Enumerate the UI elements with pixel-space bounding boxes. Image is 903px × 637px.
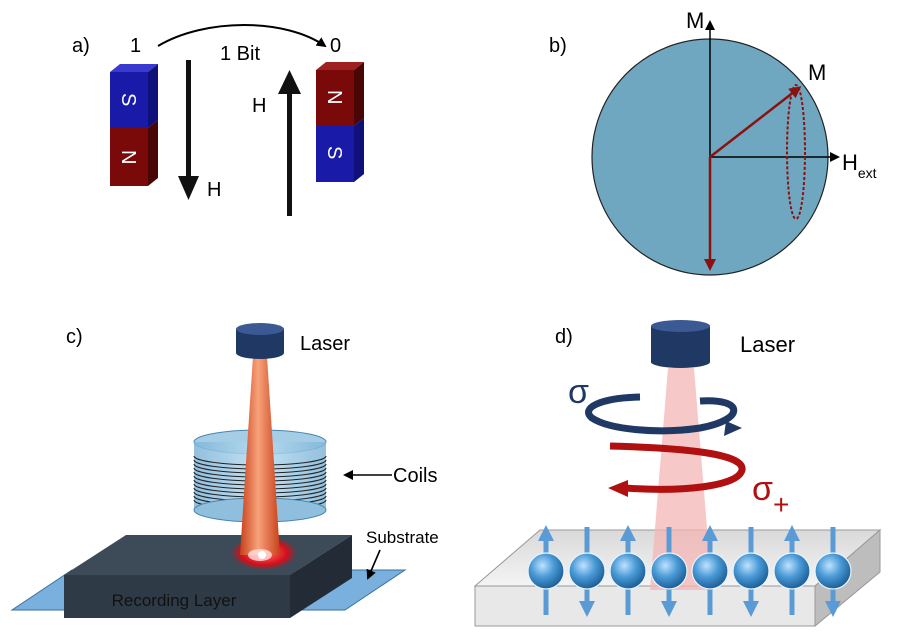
laser-head-c xyxy=(236,323,284,359)
recording-layer-front xyxy=(64,575,290,618)
spin-sphere xyxy=(691,552,729,590)
m-vector-label: M xyxy=(808,60,826,85)
precession-cone xyxy=(786,84,806,220)
field-up-arrow xyxy=(278,70,301,216)
spin-sphere xyxy=(609,552,647,590)
recording-layer-label: Recording Layer xyxy=(112,591,237,610)
bit-label: 1 Bit xyxy=(220,43,260,65)
focus-point xyxy=(258,551,266,559)
h-ext-subscript: ext xyxy=(858,165,877,181)
spin-down xyxy=(568,527,606,617)
right-magnet: N S xyxy=(316,62,364,182)
left-magnet-south xyxy=(110,72,148,128)
panel-b-label: b) xyxy=(549,35,567,57)
spin-sphere xyxy=(568,552,606,590)
spin-sphere xyxy=(732,552,770,590)
panel-a: a) 1 0 1 Bit S N H H xyxy=(72,24,364,216)
magnetization-vector xyxy=(709,86,802,158)
spin-up xyxy=(773,525,811,615)
state-zero-label: 0 xyxy=(330,35,341,57)
laser-label-c: Laser xyxy=(300,333,350,355)
spin-chain xyxy=(527,525,852,617)
spin-arrowhead xyxy=(825,601,841,617)
sigma-plus-loop xyxy=(609,442,746,493)
laser-label-d: Laser xyxy=(740,332,795,357)
state-one-label: 1 xyxy=(130,35,141,57)
bit-flip-arrow xyxy=(157,24,327,48)
spin-down xyxy=(732,527,770,617)
coils-label: Coils xyxy=(393,465,437,487)
sigma-minus-arrowhead xyxy=(724,421,742,436)
sigma-plus-sign: + xyxy=(773,489,789,520)
right-magnet-top-letter: N xyxy=(323,90,345,104)
spin-arrowhead xyxy=(702,525,718,541)
m-axis-label: M xyxy=(686,8,704,33)
sigma-minus-sign: - xyxy=(589,393,596,418)
field-up-label: H xyxy=(252,95,266,117)
laser-cone-d xyxy=(650,368,712,590)
spin-arrowhead xyxy=(538,525,554,541)
right-magnet-bottom-letter: S xyxy=(323,146,345,159)
panel-c-label: c) xyxy=(66,326,83,348)
panel-b: b) M M Hext xyxy=(549,8,877,276)
sigma-plus-arrowhead xyxy=(608,480,628,497)
left-magnet-top-letter: S xyxy=(117,93,139,106)
spin-up xyxy=(609,525,647,615)
spin-arrowhead xyxy=(620,525,636,541)
spin-up xyxy=(691,525,729,615)
sigma-minus-symbol: σ xyxy=(568,373,589,411)
field-down-arrow xyxy=(178,60,199,200)
panel-c: c) Recording Layer xyxy=(10,323,439,618)
spin-up xyxy=(527,525,565,615)
field-down-label: H xyxy=(207,179,221,201)
substrate-label: Substrate xyxy=(366,528,439,547)
spin-arrowhead xyxy=(579,601,595,617)
thin-film-front xyxy=(474,585,816,627)
panel-d: d) Laser σ- σ+ xyxy=(473,320,882,628)
laser-beam xyxy=(240,356,280,555)
spin-sphere xyxy=(773,552,811,590)
spin-sphere xyxy=(650,552,688,590)
recording-layer-side xyxy=(290,535,352,618)
panel-d-label: d) xyxy=(555,326,573,348)
spin-down xyxy=(814,527,852,617)
spin-arrowhead xyxy=(661,601,677,617)
right-magnet-north xyxy=(316,70,354,126)
panel-a-label: a) xyxy=(72,35,90,57)
spin-sphere xyxy=(814,552,852,590)
sigma-plus-symbol: σ xyxy=(752,470,773,508)
left-magnet: S N xyxy=(110,64,158,186)
sigma-minus-loop xyxy=(585,393,737,435)
spin-arrowhead xyxy=(784,525,800,541)
substrate-pointer xyxy=(366,549,381,580)
spin-down xyxy=(650,527,688,617)
left-magnet-north xyxy=(110,128,148,186)
h-ext-main: H xyxy=(842,150,858,175)
sigma-plus-label: σ+ xyxy=(752,470,789,520)
spin-arrowhead xyxy=(743,601,759,617)
left-magnet-bottom-letter: N xyxy=(117,150,139,164)
spin-sphere xyxy=(527,552,565,590)
laser-head-d xyxy=(651,320,710,368)
sigma-minus-label: σ- xyxy=(568,373,596,418)
right-magnet-south xyxy=(316,126,354,182)
h-ext-label: Hext xyxy=(842,150,877,181)
